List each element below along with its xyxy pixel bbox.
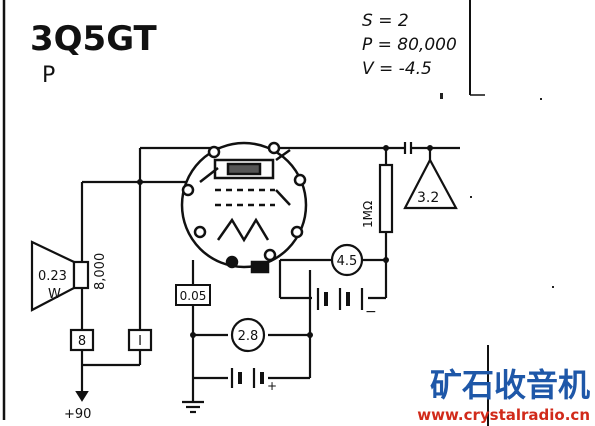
tube-mode-label: P xyxy=(42,63,55,88)
ground-symbol xyxy=(182,400,204,414)
plate-meter-value: 8 xyxy=(78,334,86,349)
supply-voltage: +90 xyxy=(64,407,91,422)
grid-resistor-value: 1MΩ xyxy=(361,201,375,228)
filament-box xyxy=(175,284,211,306)
speaker xyxy=(30,240,90,312)
filament-current: 0.05 xyxy=(180,289,207,303)
spec-p: P = 80,000 xyxy=(362,35,457,55)
supply-arrow xyxy=(75,391,89,402)
speaker-unit: W xyxy=(48,287,61,302)
filament-battery-plus: + xyxy=(267,379,277,393)
grid-battery xyxy=(316,288,364,310)
filament-meter xyxy=(230,317,266,353)
grid-resistor xyxy=(378,163,394,234)
speaker-power: 0.23 xyxy=(38,269,67,284)
stray-marks xyxy=(440,93,554,288)
watermark-url: www.crystalradio.cn xyxy=(417,406,590,424)
grid-battery-minus: − xyxy=(365,304,377,320)
signal-value: 3.2 xyxy=(417,190,439,206)
junction-dots xyxy=(137,145,433,338)
tube-type-label: 3Q5GT xyxy=(30,19,158,59)
speaker-impedance: 8,000 xyxy=(93,253,108,290)
filament-battery xyxy=(230,368,264,388)
grid-bias-meter xyxy=(330,243,364,277)
grid-bias-value: 4.5 xyxy=(337,254,358,269)
signal-source xyxy=(403,157,458,210)
plate-meter-box xyxy=(69,328,95,352)
filament-meter-value: 2.8 xyxy=(238,329,259,344)
vacuum-tube xyxy=(180,141,308,274)
spec-s: S = 2 xyxy=(362,11,409,31)
screen-meter-box xyxy=(127,328,153,352)
watermark-cn: 矿石收音机 xyxy=(430,366,590,404)
spec-v: V = -4.5 xyxy=(362,59,432,79)
screen-meter-value: I xyxy=(138,334,142,349)
page-border xyxy=(2,0,489,426)
